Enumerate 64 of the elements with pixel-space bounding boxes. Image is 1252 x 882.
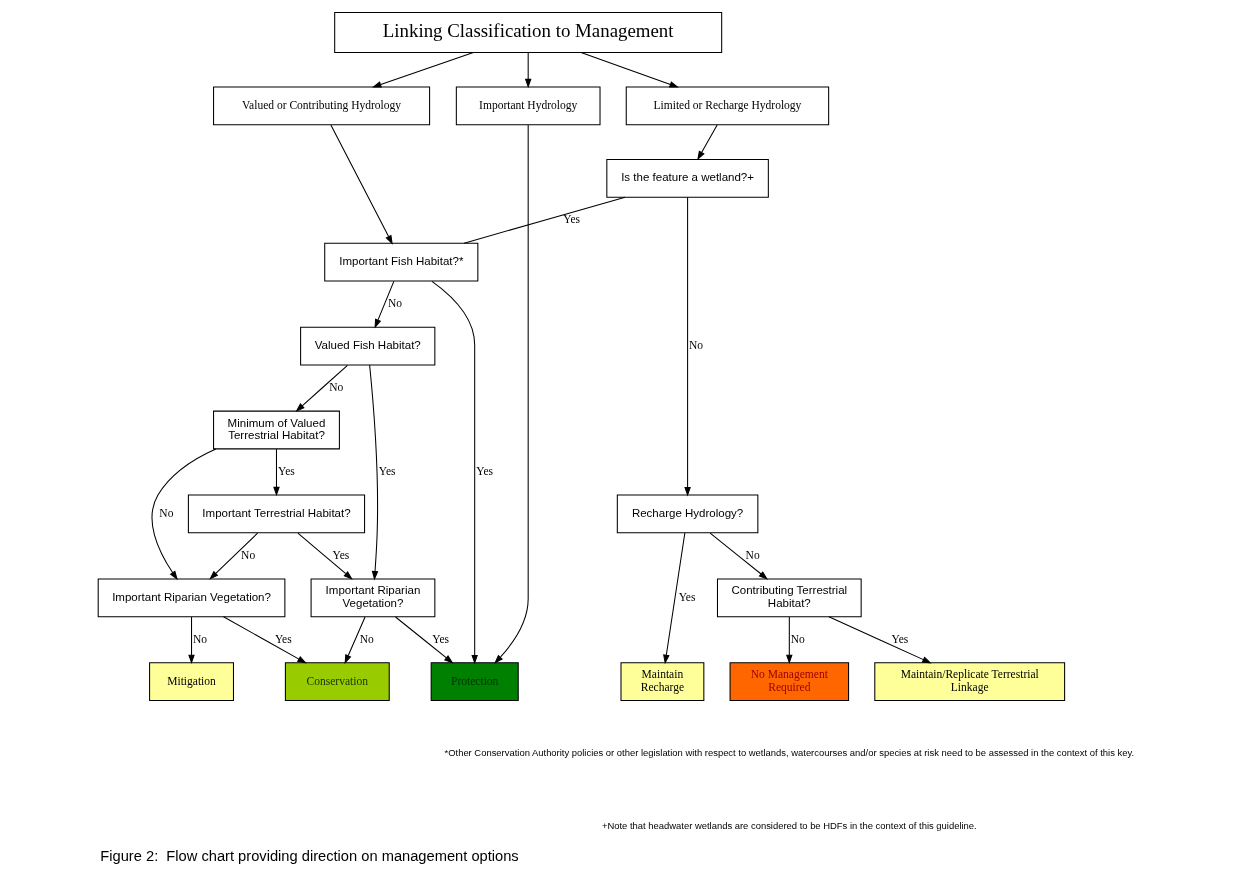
edge-label: Yes xyxy=(562,213,580,226)
arrow xyxy=(272,448,280,497)
edge-label: No xyxy=(790,632,805,645)
edge-label: Yes xyxy=(891,632,908,645)
arrow xyxy=(709,532,768,580)
node-box: Valued or Contributing Hydrology xyxy=(212,86,430,126)
arrow xyxy=(371,51,474,88)
edge-label: No xyxy=(240,548,255,561)
node-box: Protection xyxy=(430,662,519,702)
node-box: Recharge Hydrology? xyxy=(616,494,758,534)
node-box: Important Riparian Vegetation? xyxy=(310,578,435,618)
arrow xyxy=(329,124,393,245)
node-box: Important Hydrology xyxy=(455,86,601,126)
node-box: Valued Fish Habitat? xyxy=(299,326,435,366)
arrow xyxy=(785,616,793,665)
node-box: Mitigation xyxy=(148,662,234,702)
edge-label: No xyxy=(158,506,173,519)
node-box: Limited or Recharge Hydrology xyxy=(625,86,829,126)
edge-label: Yes xyxy=(431,632,449,645)
node-box: Important Terrestrial Habitat? xyxy=(187,494,365,534)
node-box: Minimum of Valued Terrestrial Habitat? xyxy=(212,410,340,450)
label: *Other Conservation Authority policies or other legislation with respect to wetlands, watercourses and/or species at risk need to be assessed in the context of this key. xyxy=(444,747,1134,759)
arrow xyxy=(368,364,378,581)
label: +Note that headwater wetlands are considered to be HDFs in the context of this guideline. xyxy=(601,819,977,831)
node-box: Maintain/Replicate Terrestrial Linkage xyxy=(873,662,1065,702)
node-box: Contributing Terrestrial Habitat? xyxy=(716,578,862,618)
node-box: Conservation xyxy=(284,662,390,702)
edge-label: Yes xyxy=(332,548,349,561)
edge-label: Yes xyxy=(475,464,493,477)
edge-label: Yes xyxy=(274,632,292,645)
caption: Figure 2: Flow chart providing direction on management options xyxy=(99,848,519,865)
connector xyxy=(463,196,626,244)
arrow xyxy=(296,532,353,580)
arrow xyxy=(151,448,216,581)
edge-label: No xyxy=(387,297,402,310)
arrow xyxy=(208,532,258,580)
arrow xyxy=(187,616,195,665)
edge-label: Yes xyxy=(277,464,295,477)
arrow xyxy=(430,280,478,665)
arrow xyxy=(374,280,394,329)
arrow xyxy=(696,124,718,161)
node-box: Is the feature a wetland?+ xyxy=(605,158,769,198)
arrow xyxy=(222,616,307,664)
node-box: Important Fish Habitat?* xyxy=(323,242,478,282)
node-box: Maintain Recharge xyxy=(619,662,704,702)
edge-label: Yes xyxy=(678,590,695,603)
arrow xyxy=(493,124,529,664)
arrow xyxy=(683,196,691,497)
edge-label: No xyxy=(688,339,703,352)
edge-label: No xyxy=(359,632,374,645)
arrow xyxy=(580,51,679,88)
arrow xyxy=(394,616,453,664)
node-box: Linking Classification to Management xyxy=(333,12,722,53)
arrow xyxy=(662,532,685,665)
edge-label: Yes xyxy=(378,464,396,477)
node-box: No Management Required xyxy=(729,662,849,702)
edge-label: No xyxy=(192,632,207,645)
arrow xyxy=(827,616,932,664)
edge-label: No xyxy=(328,380,343,393)
arrow xyxy=(524,52,531,89)
arrow xyxy=(344,616,366,664)
arrow xyxy=(295,364,348,412)
node-box: Important Riparian Vegetation? xyxy=(97,578,285,618)
edge-label: No xyxy=(745,548,760,561)
